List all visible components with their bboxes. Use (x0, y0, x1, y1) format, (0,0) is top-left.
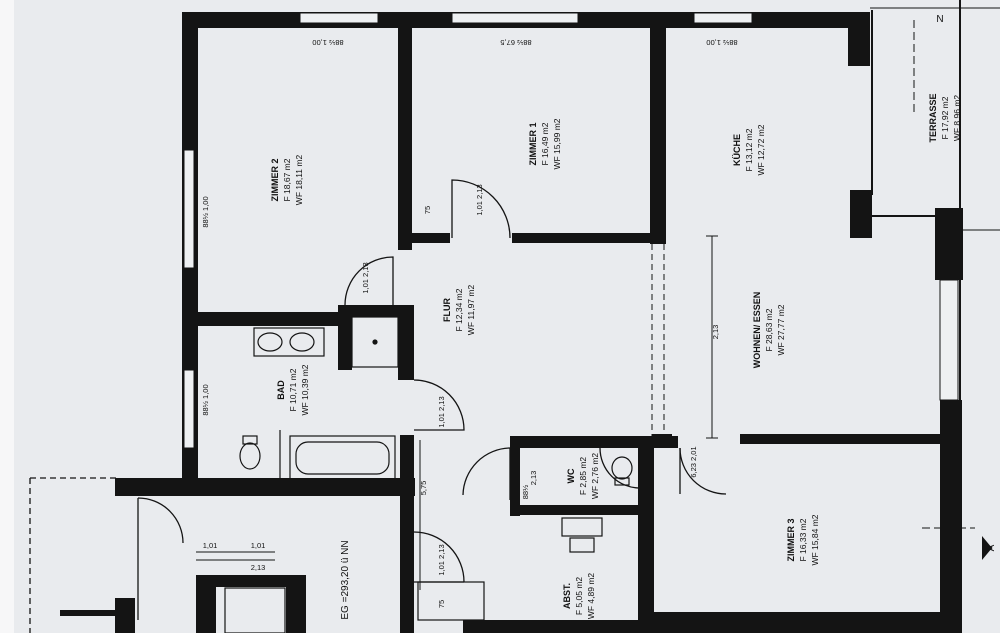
room-wf-area: WF 15,84 m2 (810, 514, 820, 565)
room-f-area: F 18,67 m2 (282, 158, 292, 201)
room-name: TERRASSE (928, 93, 938, 142)
dim-door-zimmer3: 6,23 2,01 (689, 446, 698, 477)
dim-zimmer1-niche: 75 (423, 206, 432, 214)
room-f-area: F 10,71 m2 (288, 368, 298, 411)
room-terrasse: TERRASSE F 17,92 m2 WF 8,96 m2 (928, 93, 962, 142)
room-name: WC (566, 468, 576, 483)
section-arrow-icon (982, 536, 992, 560)
dim-window-kueche: 88½ 1,00 (706, 38, 737, 47)
room-name: ZIMMER 2 (270, 158, 280, 201)
room-f-area: F 12,34 m2 (454, 288, 464, 331)
room-wf-area: WF 27,77 m2 (776, 304, 786, 355)
dim-wc-door: 2,13 (529, 471, 538, 486)
doors (29, 179, 727, 633)
room-f-area: F 2,85 m2 (578, 457, 588, 496)
room-wf-area: WF 11,97 m2 (466, 285, 476, 336)
room-name: BAD (276, 380, 286, 400)
dim-door-bad: 1,01 2,13 (437, 396, 446, 427)
room-wf-area: WF 2,76 m2 (590, 453, 600, 500)
room-f-area: F 16,33 m2 (798, 518, 808, 561)
dim-door-abst: 1,01 2,13 (437, 544, 446, 575)
room-wf-area: WF 15,99 m2 (552, 118, 562, 169)
room-kueche: KÜCHE F 13,12 m2 WF 12,72 m2 (732, 124, 766, 175)
bathroom-fixtures (224, 316, 633, 633)
room-f-area: F 16,49 m2 (540, 122, 550, 165)
room-wf-area: WF 4,89 m2 (586, 573, 596, 620)
walls (60, 12, 963, 633)
room-f-area: F 28,63 m2 (764, 308, 774, 351)
room-bad: BAD F 10,71 m2 WF 10,39 m2 (276, 364, 310, 415)
north-marker: N (936, 14, 943, 25)
room-zimmer-2: ZIMMER 2 F 18,67 m2 WF 18,11 m2 (270, 155, 304, 206)
room-zimmer-1: ZIMMER 1 F 16,49 m2 WF 15,99 m2 (528, 118, 562, 169)
dim-window-bad: 88½ 1,00 (201, 384, 210, 415)
room-name: ZIMMER 1 (528, 122, 538, 165)
room-wf-area: WF 8,96 m2 (952, 95, 962, 142)
level-annotation: EG =293,20 ü NN (340, 540, 351, 619)
dimension-line (196, 235, 718, 590)
dashed-divider (651, 244, 665, 436)
dim-door-zimmer2: 1,01 2,13 (361, 262, 370, 293)
room-wohnen-essen: WOHNEN/ ESSEN F 28,63 m2 WF 27,77 m2 (752, 292, 786, 369)
room-name: ABST. (562, 583, 572, 609)
room-f-area: F 13,12 m2 (744, 128, 754, 171)
dim-window-zimmer1: 88½ 67,5 (500, 38, 531, 47)
dim-stair-1: 1,01 (251, 541, 266, 550)
dim-stair-3: 1,01 (203, 541, 218, 550)
room-wf-area: WF 18,11 m2 (294, 155, 304, 206)
room-name: WOHNEN/ ESSEN (752, 292, 762, 369)
room-zimmer-3: ZIMMER 3 F 16,33 m2 WF 15,84 m2 (786, 514, 820, 565)
dimension-labels: 88½ 1,00 88½ 67,5 88½ 1,00 88½ 1,00 88½ … (201, 38, 738, 608)
room-flur: FLUR F 12,34 m2 WF 11,97 m2 (442, 285, 476, 336)
room-f-area: F 17,92 m2 (940, 96, 950, 139)
room-wf-area: WF 10,39 m2 (300, 364, 310, 415)
dim-living: 2,13 (711, 325, 720, 340)
room-wf-area: WF 12,72 m2 (756, 124, 766, 175)
room-name: KÜCHE (732, 134, 742, 166)
room-f-area: F 5,05 m2 (574, 577, 584, 616)
dim-stair-2: 2,13 (251, 563, 266, 572)
windows (183, 12, 959, 449)
room-wc: WC F 2,85 m2 WF 2,76 m2 (566, 453, 600, 500)
dim-door-zimmer1: 1,01 2,13 (475, 184, 484, 215)
dim-window-zimmer2-side: 88½ 1,00 (201, 196, 210, 227)
dim-wc-window: 88½ (521, 484, 530, 499)
dim-flur-length: 5,75 (419, 481, 428, 496)
dim-window-zimmer2: 88½ 1,00 (312, 38, 343, 47)
dim-abst-niche: 75 (437, 600, 446, 608)
room-name: FLUR (442, 298, 452, 322)
room-abst: ABST. F 5,05 m2 WF 4,89 m2 (562, 573, 596, 620)
room-name: ZIMMER 3 (786, 518, 796, 561)
